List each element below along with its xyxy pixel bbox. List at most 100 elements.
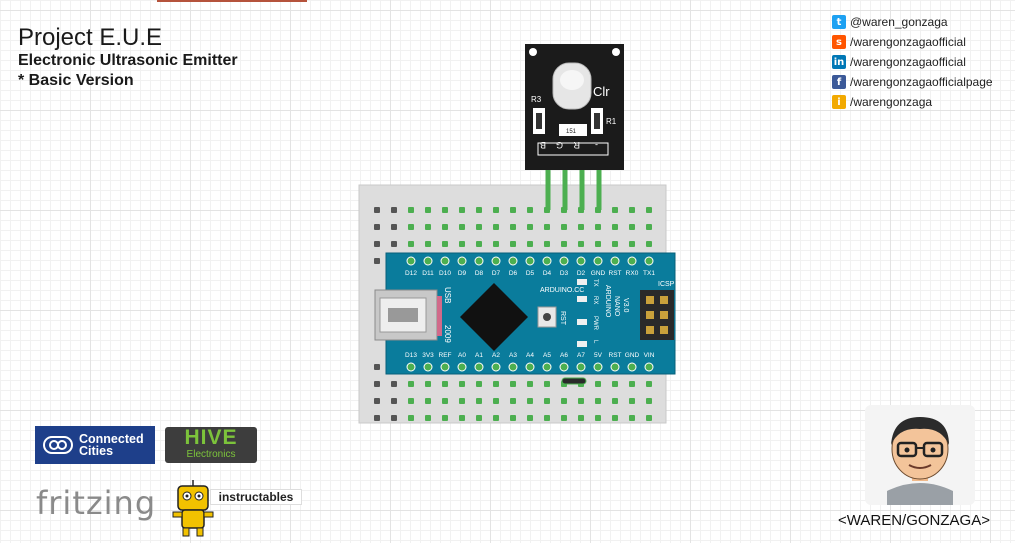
led-tx-label: TX xyxy=(592,279,598,287)
arduino-top-pin-label: D12 xyxy=(405,270,417,277)
breadboard-hole xyxy=(374,207,380,213)
avatar-shirt xyxy=(887,483,953,505)
breadboard-hole xyxy=(527,398,533,404)
fritzing-logo: fritzing xyxy=(36,484,157,522)
breadboard-hole xyxy=(425,207,431,213)
resistor-center xyxy=(559,124,587,136)
resistor-r3-label: R3 xyxy=(531,95,542,104)
breadboard-hole xyxy=(544,415,550,421)
icsp-label: ICSP xyxy=(658,281,675,288)
arduino-bottom-pin xyxy=(508,362,518,372)
breadboard-hole xyxy=(629,241,635,247)
breadboard-hole xyxy=(527,381,533,387)
linkedin-icon: in xyxy=(832,55,846,69)
icsp-pin xyxy=(660,296,668,304)
breadboard-hole xyxy=(493,381,499,387)
arduino-top-pin xyxy=(440,256,450,266)
arduino-pin-rows xyxy=(406,256,654,372)
breadboard-hole xyxy=(442,224,448,230)
resistor-r1-body xyxy=(594,113,600,129)
arduino-top-pin-label: RX0 xyxy=(626,270,639,277)
breadboard-hole xyxy=(561,398,567,404)
breadboard-hole xyxy=(510,207,516,213)
avatar-hair xyxy=(891,417,949,445)
arduino-bottom-pin xyxy=(474,362,484,372)
mount-hole-right xyxy=(612,48,620,56)
arduino-bottom-pin xyxy=(406,362,416,372)
breadboard-hole xyxy=(527,241,533,247)
resistor-center-value: 151 xyxy=(566,129,577,135)
social-twitter-text: @waren_gonzaga xyxy=(850,15,948,29)
avatar-glasses-left xyxy=(896,441,918,458)
arduino-bottom-pin-label: A7 xyxy=(577,352,585,359)
social-soundcloud[interactable]: s /warengonzagaofficial xyxy=(832,32,993,52)
breadboard-hole xyxy=(578,241,584,247)
facebook-icon: f xyxy=(832,75,846,89)
social-linkedin[interactable]: in /warengonzagaofficial xyxy=(832,52,993,72)
arduino-top-pin-label: RST xyxy=(609,270,622,277)
breadboard-hole xyxy=(646,224,652,230)
breadboard-hole xyxy=(374,398,380,404)
icsp-pin xyxy=(646,311,654,319)
breadboard-hole xyxy=(391,224,397,230)
arduino-top-pin xyxy=(576,256,586,266)
breadboard-hole xyxy=(578,398,584,404)
social-facebook-text: /warengonzagaofficialpage xyxy=(850,75,993,89)
reset-button-cap[interactable] xyxy=(543,313,551,321)
arduino-top-pin-label: D5 xyxy=(526,270,535,277)
arduino-top-pin xyxy=(610,256,620,266)
breadboard-hole xyxy=(374,241,380,247)
arduino-top-pin-label: D8 xyxy=(475,270,484,277)
arduino-bottom-pin xyxy=(457,362,467,372)
arduino-top-pin-label: TX1 xyxy=(643,270,655,277)
breadboard-hole xyxy=(612,398,618,404)
breadboard-hole xyxy=(374,258,380,264)
breadboard-hole xyxy=(476,415,482,421)
social-twitter[interactable]: t @waren_gonzaga xyxy=(832,12,993,32)
arduino-bottom-pin-label: A4 xyxy=(526,352,534,359)
breadboard-hole xyxy=(510,415,516,421)
breadboard-hole xyxy=(408,241,414,247)
breadboard-hole xyxy=(544,224,550,230)
breadboard-hole xyxy=(476,207,482,213)
arduino-bottom-pin xyxy=(491,362,501,372)
avatar-background xyxy=(865,405,975,505)
arduino-top-pin-label: D9 xyxy=(458,270,467,277)
breadboard-hole xyxy=(612,224,618,230)
breadboard-hole xyxy=(442,415,448,421)
social-facebook[interactable]: f /warengonzagaofficialpage xyxy=(832,72,993,92)
breadboard-hole xyxy=(408,207,414,213)
arduino-bottom-pin-label: A2 xyxy=(492,352,500,359)
arduino-bottom-pin-label: A3 xyxy=(509,352,517,359)
instructables-robot-icon xyxy=(172,480,214,537)
breadboard-hole xyxy=(442,207,448,213)
arduino-bottom-pin-label: D13 xyxy=(405,352,417,359)
social-instructables[interactable]: i /warengonzaga xyxy=(832,92,993,112)
breadboard-hole xyxy=(612,381,618,387)
breadboard-hole xyxy=(425,241,431,247)
icsp-header xyxy=(640,290,674,340)
breadboard-hole xyxy=(374,224,380,230)
arduino-bottom-pin-label: GND xyxy=(625,352,640,359)
breadboard-hole xyxy=(442,241,448,247)
arduino-bottom-pin xyxy=(593,362,603,372)
arduino-bottom-pin-label: 3V3 xyxy=(422,352,434,359)
arduino-top-pin-label: D7 xyxy=(492,270,501,277)
arduino-bottom-pin-label: VIN xyxy=(644,352,655,359)
breadboard-hole xyxy=(476,398,482,404)
breadboard-hole xyxy=(493,415,499,421)
rst-label: RST xyxy=(559,311,566,326)
arduino-bottom-pin xyxy=(627,362,637,372)
arduino-bottom-pin xyxy=(525,362,535,372)
breadboard-hole xyxy=(459,241,465,247)
led-tx xyxy=(577,279,587,285)
model-line-1: ARDUINO xyxy=(604,285,611,318)
social-instructables-text: /warengonzaga xyxy=(850,95,933,109)
breadboard-hole xyxy=(527,224,533,230)
instructables-label: instructables xyxy=(210,489,302,505)
arduino-top-pin-label: D2 xyxy=(577,270,586,277)
arduino-bottom-pin xyxy=(542,362,552,372)
breadboard-hole xyxy=(629,207,635,213)
breadboard-hole xyxy=(527,415,533,421)
